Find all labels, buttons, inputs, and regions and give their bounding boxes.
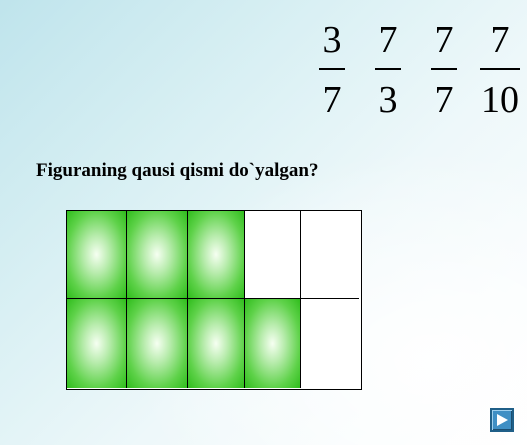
fraction-denominator: 7 <box>434 79 454 121</box>
fraction-option-1[interactable]: 3 7 <box>312 18 352 122</box>
question-text: Figuraning qausi qismi do`yalgan? <box>36 160 319 181</box>
grid-cell-filled <box>67 299 127 388</box>
grid-cell-filled <box>127 211 188 299</box>
fraction-numerator: 7 <box>378 19 398 61</box>
fraction-bar <box>480 68 520 70</box>
grid-cell-filled <box>67 211 127 299</box>
grid-cell-empty <box>301 211 359 299</box>
fraction-denominator: 3 <box>378 79 398 121</box>
fraction-numerator: 7 <box>434 19 454 61</box>
grid-cell-empty <box>245 211 301 299</box>
fraction-bar <box>319 68 345 70</box>
fraction-bar <box>431 68 457 70</box>
grid-cell-empty <box>301 299 359 388</box>
fraction-option-2[interactable]: 7 3 <box>368 18 408 122</box>
fraction-options: 3 7 7 3 7 7 7 10 <box>300 18 527 128</box>
grid-cell-filled <box>188 299 245 388</box>
fraction-denominator: 7 <box>322 79 342 121</box>
fraction-denominator: 10 <box>481 79 519 121</box>
fraction-grid-figure <box>66 210 362 390</box>
next-slide-button[interactable] <box>490 408 514 432</box>
grid-cell-filled <box>188 211 245 299</box>
play-triangle-icon <box>497 414 508 426</box>
fraction-option-3[interactable]: 7 7 <box>424 18 464 122</box>
fraction-numerator: 7 <box>490 19 510 61</box>
grid-cell-filled <box>127 299 188 388</box>
grid-cell-filled <box>245 299 301 388</box>
fraction-numerator: 3 <box>322 19 342 61</box>
fraction-option-4[interactable]: 7 10 <box>480 18 520 122</box>
fraction-bar <box>375 68 401 70</box>
